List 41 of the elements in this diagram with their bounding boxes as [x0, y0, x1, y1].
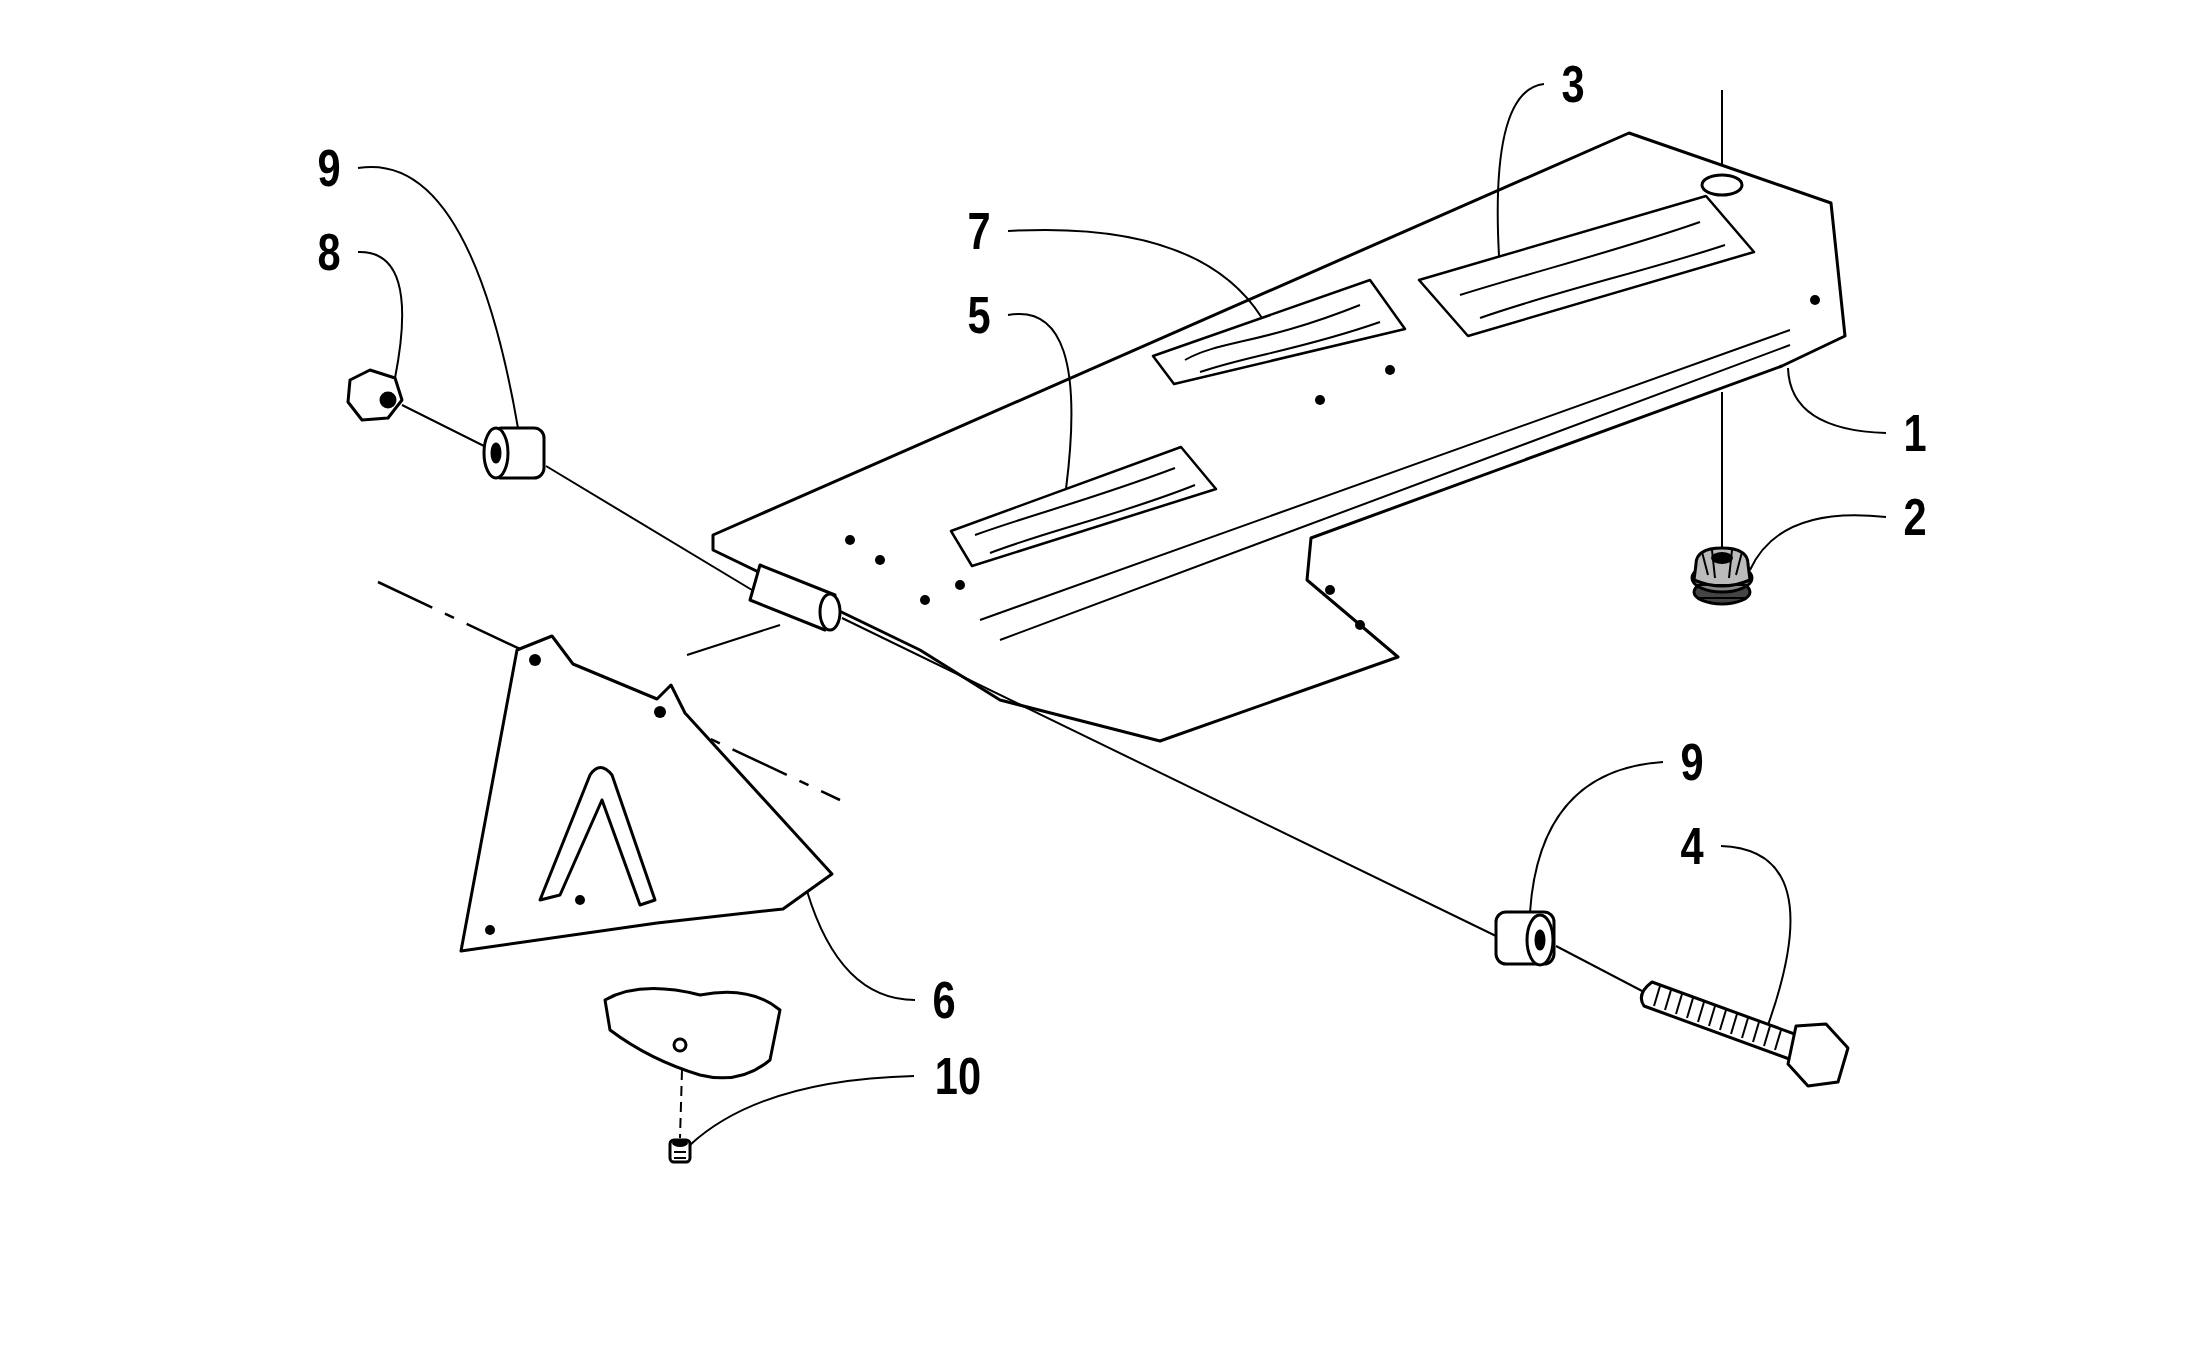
- decal-drawing: [949, 445, 1218, 568]
- leader-line: [357, 166, 519, 429]
- leader-line: [1787, 367, 1887, 434]
- callout-number: 5: [960, 287, 998, 343]
- callout-number: 2: [1896, 489, 1934, 545]
- bushing-drawing: [482, 426, 546, 480]
- center-line: [1721, 391, 1723, 549]
- decal-drawing: [1151, 278, 1407, 386]
- bolt-drawing: [1639, 980, 1850, 1088]
- nut-drawing: [346, 368, 404, 422]
- callout-number: 6: [925, 972, 963, 1028]
- callout-number: 7: [960, 203, 998, 259]
- center-line: [401, 404, 485, 447]
- leader-line: [357, 251, 404, 379]
- grommet-drawing: [1690, 546, 1754, 606]
- callout-number: 10: [927, 1048, 989, 1104]
- leader-line: [689, 1075, 915, 1146]
- callout-number: 8: [310, 224, 348, 280]
- callout-number: 9: [1673, 734, 1711, 790]
- center-line: [841, 617, 1497, 937]
- center-line: [679, 1069, 683, 1139]
- seat-base-drawing: [711, 131, 1847, 743]
- callout-number: 3: [1554, 56, 1592, 112]
- leader-line: [1749, 514, 1887, 571]
- leader-line: [1720, 845, 1792, 1026]
- floor-plate-drawing: [603, 987, 782, 1080]
- callout-number: 1: [1896, 405, 1934, 461]
- leader-line: [1529, 761, 1664, 913]
- bushing-drawing: [1494, 910, 1556, 967]
- callout-number: 9: [310, 140, 348, 196]
- bracket-drawing: [459, 634, 834, 953]
- leader-line: [806, 890, 916, 1001]
- callout-number: 4: [1673, 818, 1711, 874]
- leader-line: [1007, 312, 1073, 490]
- center-line: [545, 465, 753, 591]
- pin-drawing: [668, 1138, 692, 1164]
- leader-line: [1496, 83, 1545, 257]
- center-line: [1555, 945, 1645, 993]
- decal-drawing: [1417, 194, 1756, 338]
- leader-line: [1007, 228, 1263, 319]
- bushing-drawing: [748, 563, 842, 632]
